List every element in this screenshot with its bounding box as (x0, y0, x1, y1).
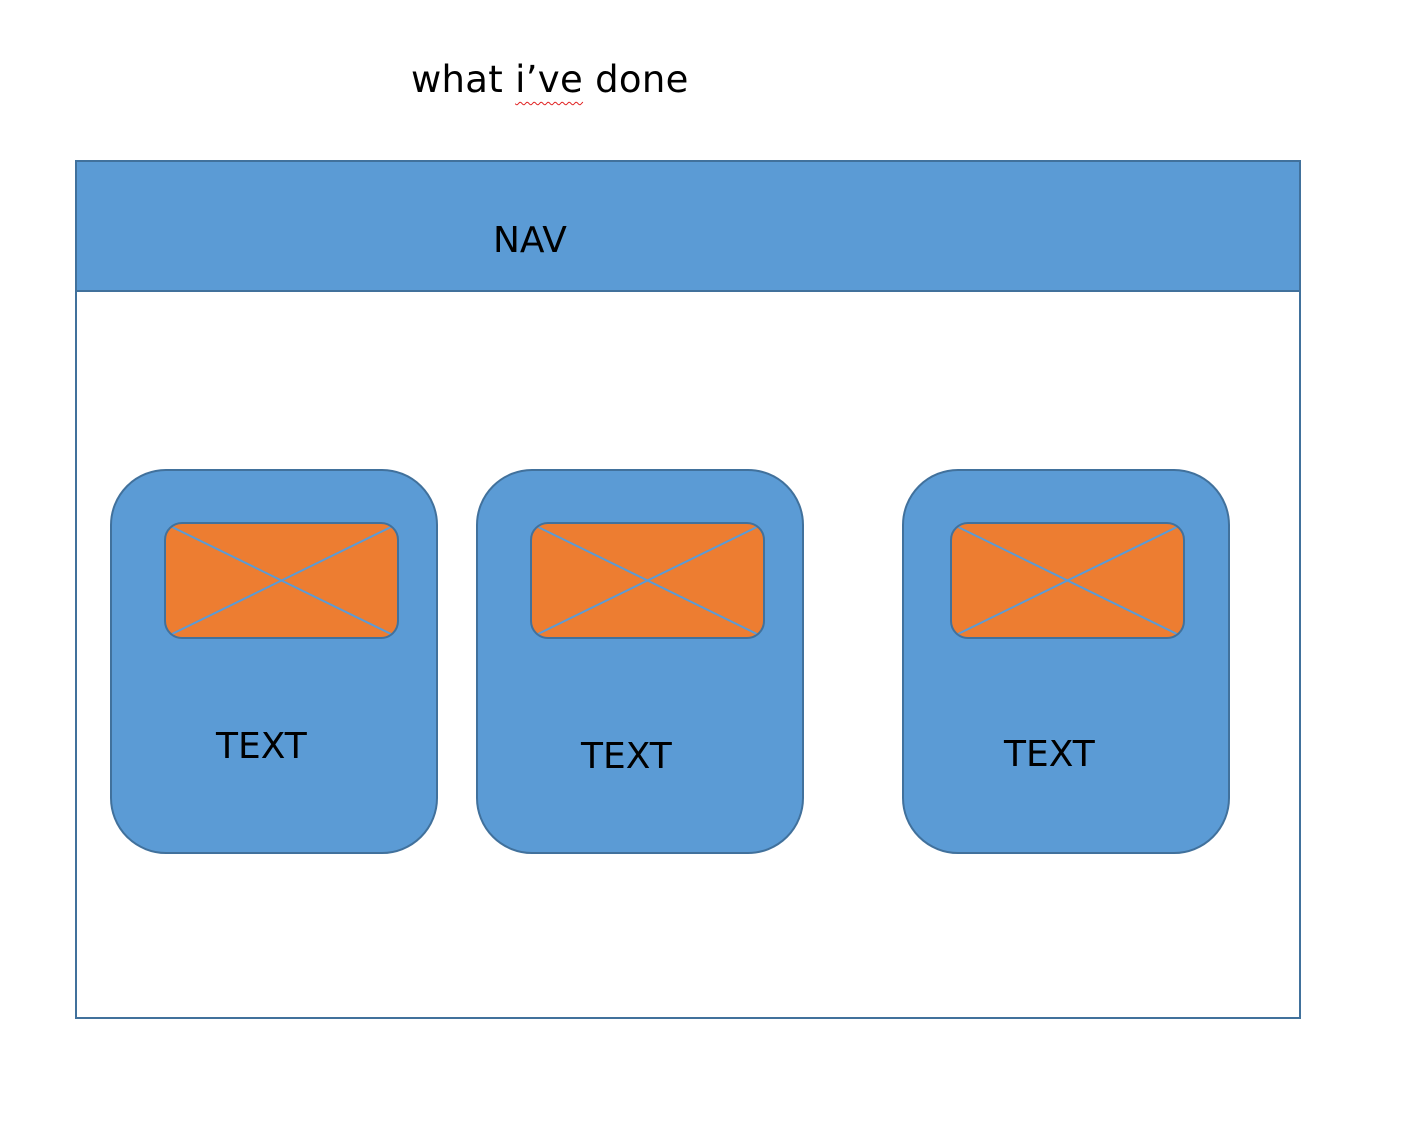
image-cross-icon (169, 525, 394, 636)
page-frame: NAV TEXT TEXT (75, 160, 1301, 1019)
image-placeholder-icon (164, 522, 399, 639)
card-3: TEXT (902, 469, 1230, 854)
caption-before: what (411, 58, 516, 101)
card-text: TEXT (581, 736, 672, 777)
card-text: TEXT (1004, 734, 1095, 775)
nav-bar: NAV (77, 162, 1299, 292)
nav-label: NAV (493, 220, 567, 261)
card-text: TEXT (216, 726, 307, 767)
caption-after: done (583, 58, 689, 101)
image-cross-icon (535, 525, 760, 636)
caption-misspelled-word: i’ve (515, 58, 584, 101)
image-cross-icon (955, 525, 1180, 636)
diagram-caption: what i’ve done (411, 58, 689, 102)
image-placeholder-icon (530, 522, 765, 639)
card-1: TEXT (110, 469, 438, 854)
image-placeholder-icon (950, 522, 1185, 639)
card-2: TEXT (476, 469, 804, 854)
